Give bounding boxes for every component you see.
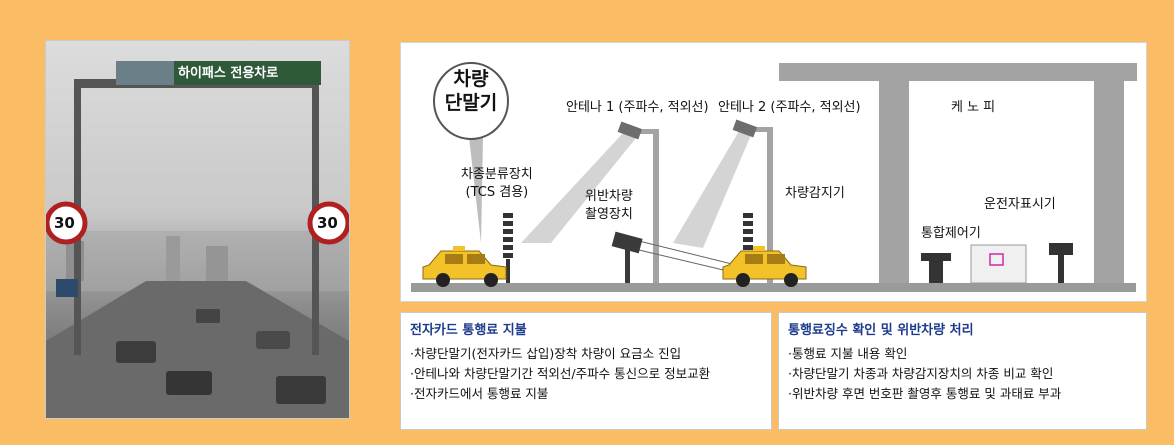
info-box-card-payment: 전자카드 통행료 지불 ·차량단말기(전자카드 삽입)장착 차량이 요금소 진입… — [400, 312, 772, 430]
canopy-label: 케 노 피 — [951, 100, 996, 115]
integrated-controller — [921, 253, 951, 283]
diagram-graphics — [411, 62, 1137, 292]
info-box-title: 통행료징수 확인 및 위반차량 처리 — [788, 323, 974, 338]
photo-scene — [46, 61, 349, 418]
speed-limit-left: 30 — [54, 214, 75, 232]
list-item: ·위반차량 후면 번호판 촬영후 통행료 및 과태료 부과 — [788, 386, 1062, 401]
beam-1 — [521, 133, 636, 243]
classifier-label: 차종분류장치 (TCS 겸용) — [461, 167, 533, 200]
info-box-list: ·통행료 지불 내용 확인 ·차량단말기 차종과 차량감지장치의 차종 비교 확… — [779, 344, 1146, 404]
driver-display — [1049, 243, 1073, 283]
beam-2 — [673, 131, 751, 248]
list-item: ·전자카드에서 통행료 지불 — [410, 386, 549, 401]
hipass-lane-photo: 하이패스 전용차로 30 30 — [45, 40, 350, 419]
canopy-roof — [779, 63, 1137, 81]
list-item: ·차량단말기(전자카드 삽입)장착 차량이 요금소 진입 — [410, 346, 682, 361]
controller-label: 통합제어기 — [921, 226, 981, 241]
violation-camera — [611, 231, 643, 254]
list-item: ·통행료 지불 내용 확인 — [788, 346, 908, 361]
antenna-2-head — [732, 119, 758, 138]
terminal-bubble — [433, 62, 509, 140]
terminal-label: 차량 단말기 — [444, 68, 498, 114]
antenna2-label: 안테나 2 (주파수, 적외선) — [718, 100, 861, 115]
road-surface — [411, 283, 1136, 292]
antenna1-label: 안테나 1 (주파수, 적외선) — [566, 100, 709, 115]
canopy-pillar-left — [879, 81, 909, 283]
hipass-system-diagram: 차량 단말기 안테나 1 (주파수, 적외선) 안테나 2 (주파수, 적외선)… — [400, 42, 1147, 302]
taxi-left — [422, 246, 507, 287]
detector-label: 차량감지기 — [785, 186, 845, 201]
list-item: ·차량단말기 차종과 차량감지장치의 차종 비교 확인 — [788, 366, 1054, 381]
info-box-title: 전자카드 통행료 지불 — [410, 323, 527, 338]
toll-booth — [970, 244, 1027, 284]
camera-label: 위반차량 촬영장치 — [585, 189, 633, 222]
bubble-tail — [469, 137, 483, 243]
classifier-device — [503, 213, 513, 283]
speed-limit-right: 30 — [317, 214, 338, 232]
canopy-pillar-right — [1094, 81, 1124, 283]
info-box-violation: 통행료징수 확인 및 위반차량 처리 ·통행료 지불 내용 확인 ·차량단말기 … — [778, 312, 1147, 430]
taxi-right — [722, 246, 807, 287]
antenna-1-head — [617, 121, 643, 140]
overhead-sign-text: 하이패스 전용차로 — [178, 66, 279, 81]
display-label: 운전자표시기 — [984, 197, 1056, 212]
info-box-list: ·차량단말기(전자카드 삽입)장착 차량이 요금소 진입 ·안테나와 차량단말기… — [401, 344, 771, 404]
list-item: ·안테나와 차량단말기간 적외선/주파수 통신으로 정보교환 — [410, 366, 711, 381]
